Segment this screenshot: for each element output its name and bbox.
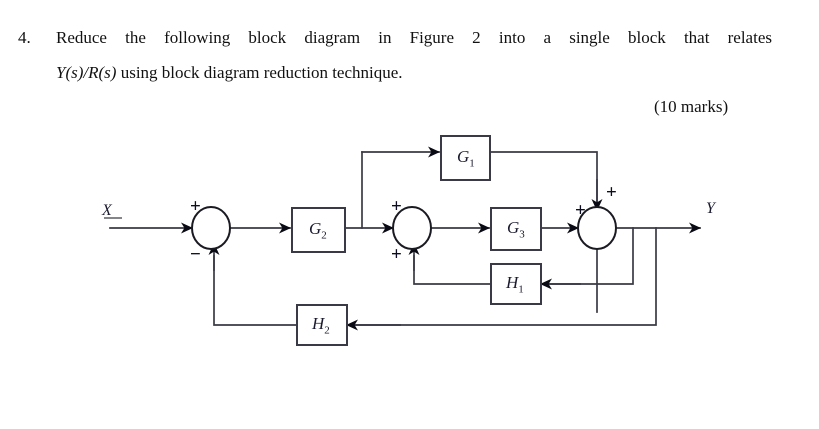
question-body: Reduce the following block diagram in Fi… [56, 22, 778, 88]
block-g3 [490, 207, 542, 251]
block-label-g3: G3 [507, 218, 525, 241]
summing-junction-2 [392, 206, 432, 250]
wire-h2-to-sum1 [213, 255, 298, 326]
sign-sum1-plus: + [190, 196, 201, 217]
block-h1 [490, 263, 542, 305]
question-block: 4. Reduce the following block diagram in… [18, 22, 778, 88]
question-line-2: Y(s)/R(s) using block diagram reduction … [56, 57, 772, 88]
question-number: 4. [18, 28, 31, 47]
sign-sum2-plus-top: + [391, 196, 402, 217]
figure-area: G1 G2 G3 H1 H2 X Y + − + + + + Figure 2 [0, 120, 819, 400]
signal-label-input-x: X [102, 202, 112, 219]
block-label-g2: G2 [309, 219, 327, 242]
block-label-h2: H2 [312, 314, 330, 337]
wire-h1-to-sum2 [413, 255, 492, 285]
block-diagram-svg [104, 135, 701, 346]
block-g1 [440, 135, 491, 181]
block-h2 [296, 304, 348, 346]
sign-sum3-plus-left: + [575, 200, 586, 221]
sign-sum3-plus-top: + [606, 182, 617, 203]
sign-sum1-minus: − [190, 244, 201, 265]
question-line-1: Reduce the following block diagram in Fi… [56, 28, 772, 47]
question-row: 4. Reduce the following block diagram in… [18, 22, 778, 88]
summing-junction-3 [577, 206, 617, 250]
block-g2 [291, 207, 346, 253]
summing-junction-1 [191, 206, 231, 250]
sign-sum2-plus-bottom: + [391, 244, 402, 265]
wire-g1-to-sum3 [489, 151, 598, 313]
wire-tap-to-h2 [350, 227, 657, 326]
marks-label: (10 marks) [654, 97, 729, 116]
block-label-g1: G1 [457, 147, 475, 170]
question-transfer-function: Y(s)/R(s) [56, 63, 117, 82]
question-line-2-rest: using block diagram reduction technique. [116, 63, 403, 82]
signal-label-output-y: Y [706, 200, 715, 217]
block-label-h1: H1 [506, 273, 524, 296]
